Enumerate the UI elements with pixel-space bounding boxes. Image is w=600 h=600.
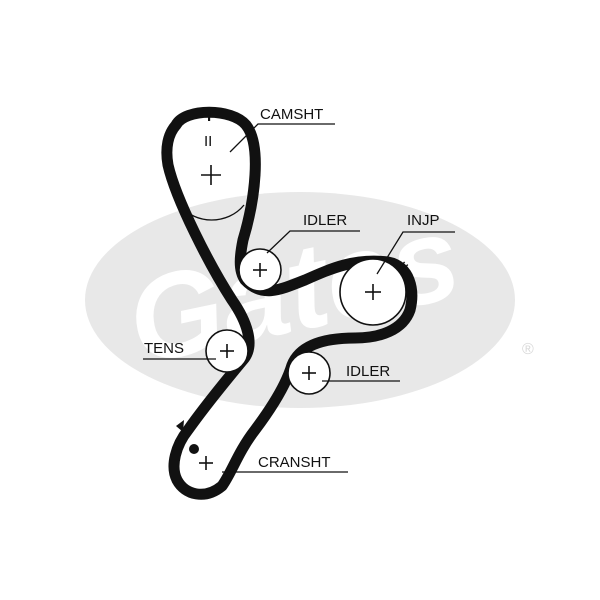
idler-top-label: IDLER [303, 212, 347, 229]
camshaft-leader-line [229, 123, 335, 153]
crankshaft-label: CRANSHT [258, 454, 331, 471]
camshaft-single-mark: I [207, 108, 211, 125]
crankshaft-direction-arrow-icon [176, 420, 184, 432]
idler-pulley-top [238, 248, 282, 292]
camshaft-pulley [179, 165, 245, 221]
idler-top-leader-line [266, 230, 360, 254]
camshaft-double-mark: II [204, 133, 212, 150]
injection-pump-leader-line [376, 231, 455, 275]
idler-pulley-bottom [287, 351, 331, 395]
idler-bottom-label: IDLER [346, 363, 390, 380]
injection-pump-label: INJP [407, 212, 440, 229]
camshaft-timing-mark: I II [204, 108, 212, 150]
tensioner-label: TENS [144, 340, 184, 357]
registered-mark: ® [522, 341, 534, 358]
tensioner-pulley [205, 329, 249, 373]
camshaft-label: CAMSHT [260, 106, 323, 123]
crankshaft-pulley [189, 444, 213, 470]
